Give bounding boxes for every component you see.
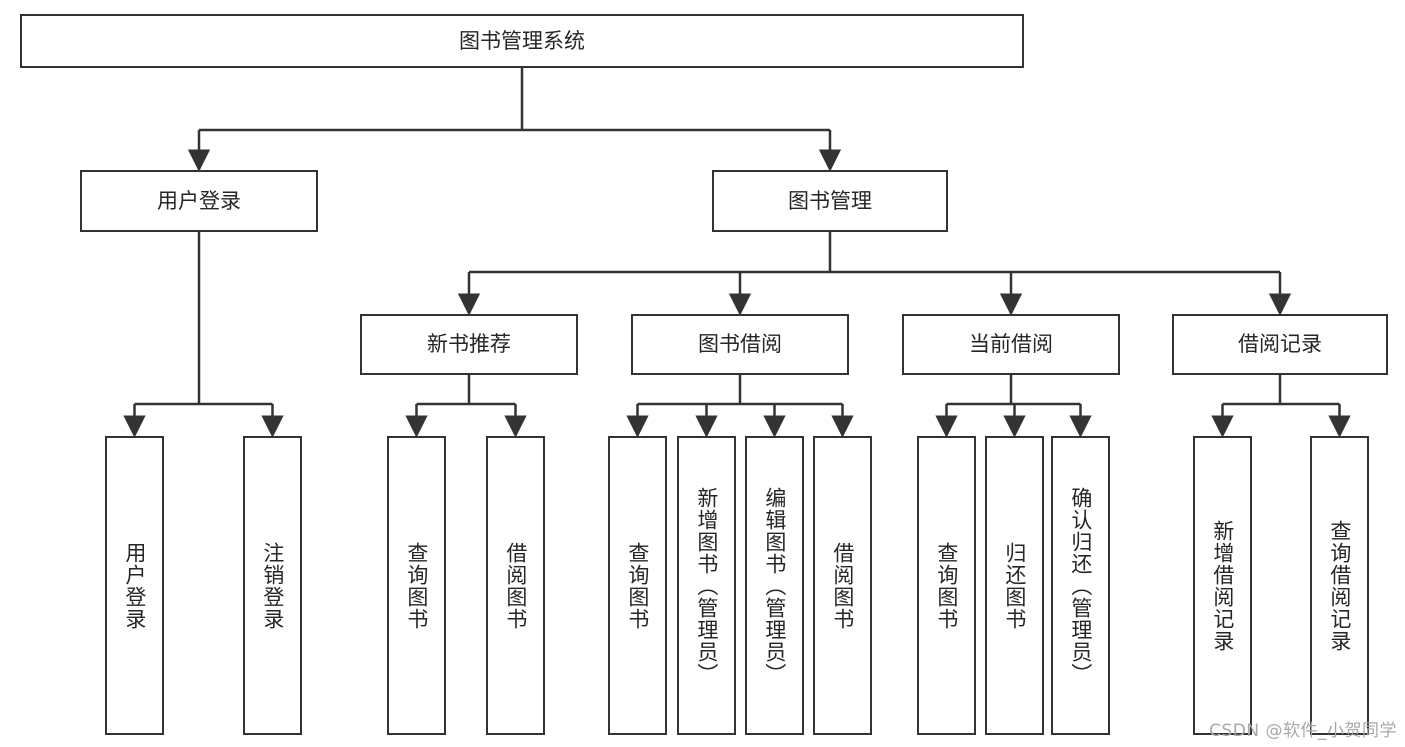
edge-group bbox=[123, 68, 1351, 438]
node-label: 查询图书 bbox=[625, 541, 650, 630]
node-borrow[interactable]: 图书借阅 bbox=[631, 314, 849, 375]
node-leaf-current-3[interactable]: 确认归还（管理员） bbox=[1051, 436, 1110, 735]
node-label: 借阅记录 bbox=[1238, 332, 1322, 357]
node-label: 当前借阅 bbox=[969, 332, 1053, 357]
node-label: 查询图书 bbox=[934, 541, 959, 630]
node-leaf-records-2[interactable]: 查询借阅记录 bbox=[1310, 436, 1369, 735]
node-label: 注销登录 bbox=[260, 541, 285, 630]
node-root[interactable]: 图书管理系统 bbox=[20, 14, 1024, 68]
node-leaf-login-1[interactable]: 用户登录 bbox=[105, 436, 164, 735]
node-leaf-login-2[interactable]: 注销登录 bbox=[243, 436, 302, 735]
node-leaf-current-1[interactable]: 查询图书 bbox=[917, 436, 976, 735]
node-leaf-records-1[interactable]: 新增借阅记录 bbox=[1193, 436, 1252, 735]
node-label: 编辑图书（管理员） bbox=[762, 486, 787, 685]
node-label: 新增图书（管理员） bbox=[694, 486, 719, 685]
node-login[interactable]: 用户登录 bbox=[80, 170, 318, 232]
node-label: 确认归还（管理员） bbox=[1068, 486, 1093, 685]
node-newbook[interactable]: 新书推荐 bbox=[360, 314, 578, 375]
node-leaf-borrow-3[interactable]: 编辑图书（管理员） bbox=[745, 436, 804, 735]
node-label: 新增借阅记录 bbox=[1210, 519, 1235, 652]
node-label: 查询图书 bbox=[404, 541, 429, 630]
node-leaf-newbook-1[interactable]: 查询图书 bbox=[387, 436, 446, 735]
node-current[interactable]: 当前借阅 bbox=[902, 314, 1120, 375]
node-label: 图书借阅 bbox=[698, 332, 782, 357]
node-records[interactable]: 借阅记录 bbox=[1172, 314, 1388, 375]
node-label: 用户登录 bbox=[157, 188, 241, 213]
node-leaf-borrow-4[interactable]: 借阅图书 bbox=[813, 436, 872, 735]
node-label: 查询借阅记录 bbox=[1327, 519, 1352, 652]
node-label: 归还图书 bbox=[1002, 541, 1027, 630]
node-label: 新书推荐 bbox=[427, 332, 511, 357]
node-label: 图书管理系统 bbox=[459, 28, 585, 53]
node-leaf-current-2[interactable]: 归还图书 bbox=[985, 436, 1044, 735]
node-label: 用户登录 bbox=[122, 541, 147, 630]
node-bookmgr[interactable]: 图书管理 bbox=[712, 170, 948, 232]
node-leaf-borrow-1[interactable]: 查询图书 bbox=[608, 436, 667, 735]
node-label: 借阅图书 bbox=[503, 541, 528, 630]
node-label: 借阅图书 bbox=[830, 541, 855, 630]
node-leaf-borrow-2[interactable]: 新增图书（管理员） bbox=[677, 436, 736, 735]
node-leaf-newbook-2[interactable]: 借阅图书 bbox=[486, 436, 545, 735]
node-label: 图书管理 bbox=[788, 188, 872, 213]
